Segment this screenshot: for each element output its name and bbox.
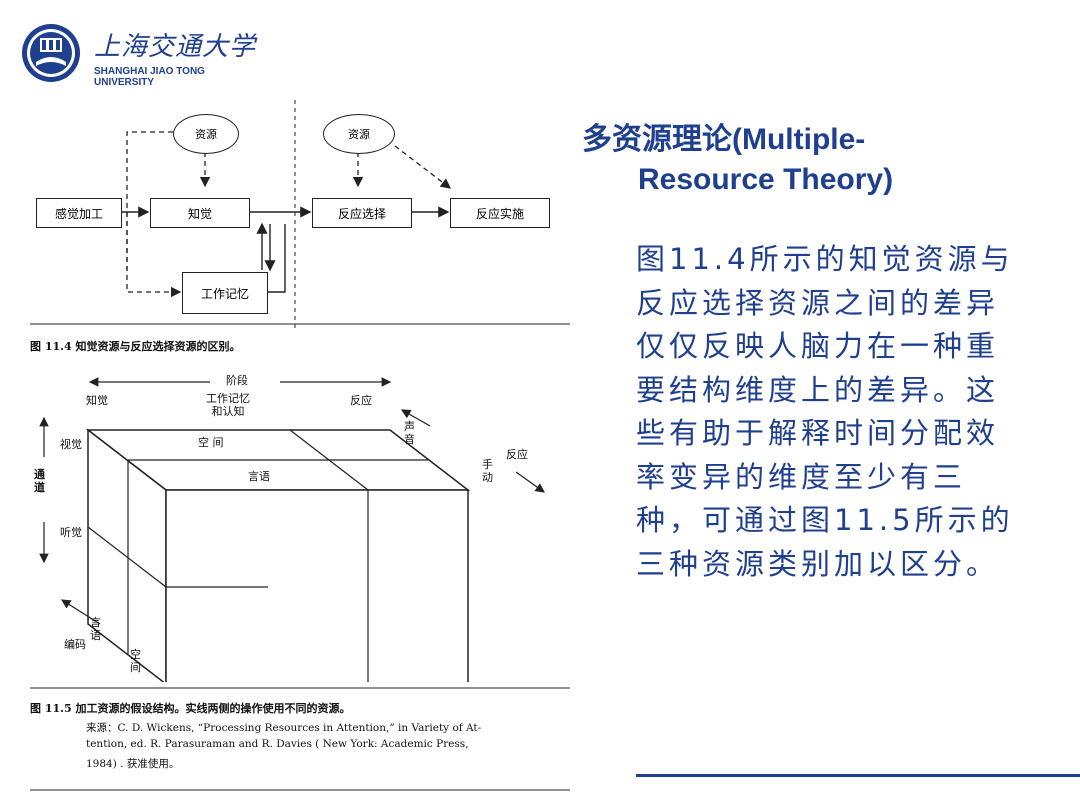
stage-cognition-label: 工作记忆 和认知 (206, 392, 250, 418)
manual-label: 手 动 (482, 458, 493, 484)
code-verbal-label: 言 语 (90, 616, 101, 642)
perception-box: 知觉 (150, 198, 250, 228)
figure-area: 资源 资源 感觉加工 知觉 反应选择 反应实施 工作记忆 图 11.4 知觉资源… (30, 100, 570, 800)
figure-11-5-source-line2: tention, ed. R. Parasuraman and R. Davie… (86, 738, 469, 750)
vocal-label: 声 音 (404, 420, 415, 446)
stage-response-label: 反应 (350, 394, 372, 407)
response-selection-box: 反应选择 (312, 198, 412, 228)
figure-11-5-caption: 图 11.5 加工资源的假设结构。实线两侧的操作使用不同的资源。 (30, 702, 351, 715)
slide-title-line2: Resource Theory) (638, 163, 894, 196)
front-verbal-label: 言语 (248, 470, 270, 483)
figure-11-5-caption-rules (30, 687, 570, 791)
modality-auditory-label: 听觉 (60, 526, 82, 539)
figure-11-4-caption: 图 11.4 知觉资源与反应选择资源的区别。 (30, 340, 241, 353)
bottom-rule (636, 774, 1080, 777)
slide-title-line1: 多资源理论(Multiple- (582, 123, 866, 156)
response-execution-box: 反应实施 (450, 198, 550, 228)
resource-ellipse-left: 资源 (173, 114, 239, 154)
logo-english-name: SHANGHAI JIAO TONG UNIVERSITY (94, 66, 205, 88)
slide-body-text: 图11.4所示的知觉资源与反应选择资源之间的差异仅仅反映人脑力在一种重要结构维度… (636, 242, 1014, 581)
logo-chinese-name: 上海交通大学 (94, 32, 257, 62)
top-spatial-label: 空 间 (198, 436, 224, 449)
coding-label: 编码 (64, 638, 86, 651)
figure-11-5-cube (39, 377, 545, 682)
resource-ellipse-right: 资源 (323, 114, 395, 154)
stage-perception-label: 知觉 (86, 394, 108, 407)
slide-title: 多资源理论(Multiple- Resource Theory) (582, 120, 1062, 200)
sensory-processing-box: 感觉加工 (36, 198, 122, 228)
figure-11-4-connectors (30, 100, 570, 330)
figure-11-5-source-line1: 来源：C. D. Wickens, “Processing Resources … (86, 722, 482, 734)
logo: 上海交通大学 SHANGHAI JIAO TONG UNIVERSITY (20, 22, 260, 88)
working-memory-box: 工作记忆 (182, 272, 268, 314)
figure-11-5-source-line3: 1984) . 获准使用。 (86, 758, 180, 770)
university-seal-icon (22, 24, 80, 82)
modality-visual-label: 视觉 (60, 438, 82, 451)
channel-label: 通 道 (34, 468, 45, 494)
response-right-label: 反应 (506, 448, 528, 461)
stages-label: 阶段 (226, 374, 248, 387)
code-spatial-label: 空 间 (130, 648, 141, 674)
